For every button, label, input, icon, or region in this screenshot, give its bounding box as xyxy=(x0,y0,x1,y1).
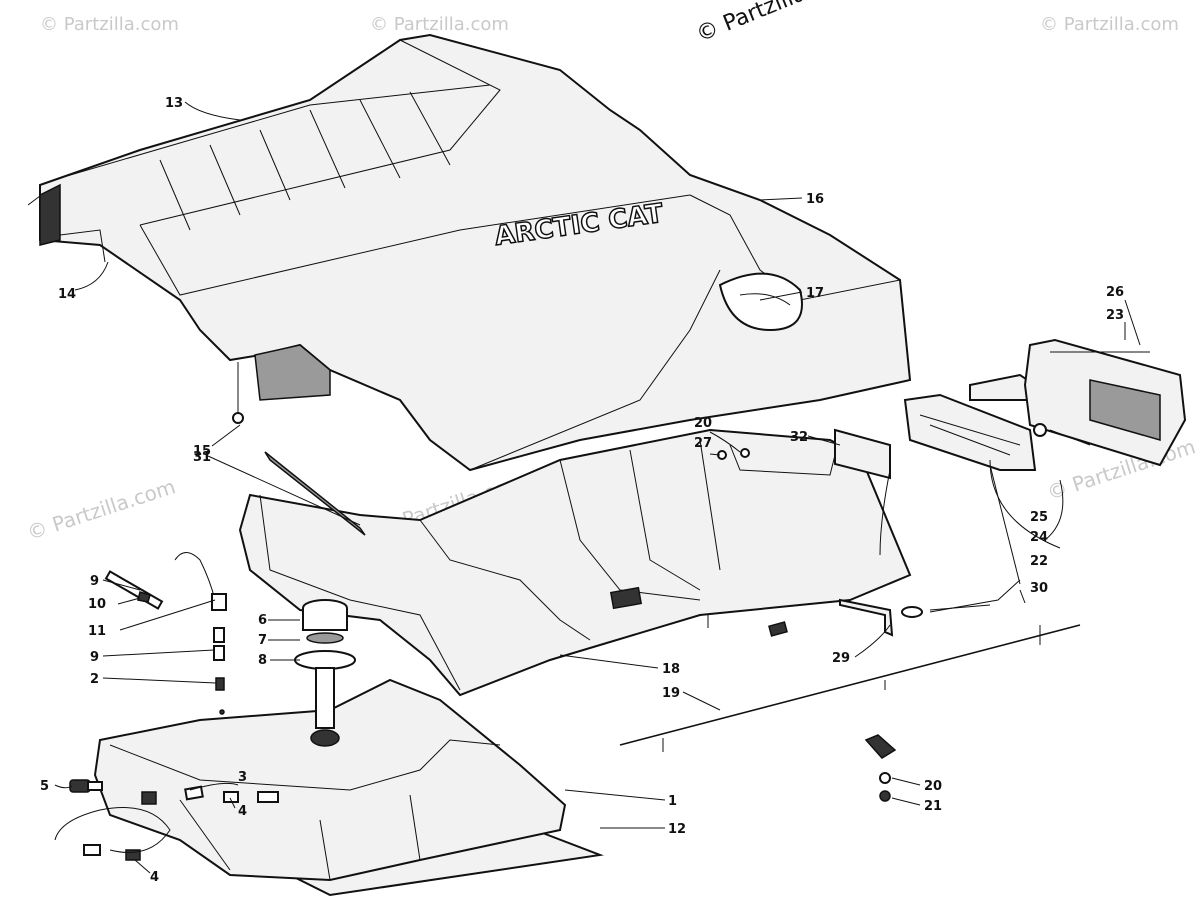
callout-23: 23 xyxy=(1106,308,1124,323)
callout-7: 7 xyxy=(258,633,267,648)
callout-16: 16 xyxy=(806,192,824,207)
callout-6: 6 xyxy=(258,613,267,628)
copyright-text: © Partzilla xyxy=(693,0,810,48)
watermark: © Partzilla.com xyxy=(1040,14,1179,35)
watermark: © Partzilla.com xyxy=(24,474,178,545)
seat-base-tray-part xyxy=(238,428,912,697)
callout-29: 29 xyxy=(832,651,850,666)
callout-9-upper: 9 xyxy=(90,574,99,589)
callout-18: 18 xyxy=(662,662,680,677)
callout-10: 10 xyxy=(88,597,106,612)
fuel-cap-assembly xyxy=(294,599,356,747)
callout-22: 22 xyxy=(1030,554,1048,569)
callout-20-lower: 20 xyxy=(924,779,942,794)
watermark: © Partzilla.com xyxy=(40,14,179,35)
callout-20-upper: 20 xyxy=(694,416,712,431)
callout-21: 21 xyxy=(924,799,942,814)
callout-14: 14 xyxy=(58,287,76,302)
callout-24: 24 xyxy=(1030,530,1048,545)
callout-25: 25 xyxy=(1030,510,1048,525)
callout-13: 13 xyxy=(165,96,183,111)
callout-15: 15 xyxy=(193,444,211,459)
callout-9-lower: 9 xyxy=(90,650,99,665)
callout-30: 30 xyxy=(1030,581,1048,596)
callout-26: 26 xyxy=(1106,285,1124,300)
callout-2: 2 xyxy=(90,672,99,687)
callout-19: 19 xyxy=(662,686,680,701)
callout-4-upper: 4 xyxy=(238,804,247,819)
callout-1: 1 xyxy=(668,794,677,809)
vent-fitting-parts xyxy=(104,552,227,715)
callout-5: 5 xyxy=(40,779,49,794)
callout-27: 27 xyxy=(694,436,712,451)
callout-labels: 13 14 15 16 17 26 23 32 20 27 31 25 24 2… xyxy=(40,96,1124,885)
leader-lines xyxy=(54,101,1141,874)
fuel-line-fittings xyxy=(54,779,279,861)
callout-11: 11 xyxy=(88,624,106,639)
callout-4-lower: 4 xyxy=(150,870,159,885)
callout-32: 32 xyxy=(790,430,808,445)
fuel-tank-part xyxy=(93,678,604,897)
callout-31: 31 xyxy=(193,450,211,465)
callout-12: 12 xyxy=(668,822,686,837)
seat-rod-hardware xyxy=(619,448,1081,802)
callout-8: 8 xyxy=(258,653,267,668)
watermark: © Partzilla.com xyxy=(370,14,509,35)
seat-cover-part: ARCTIC CAT xyxy=(27,33,912,472)
callout-17: 17 xyxy=(806,286,824,301)
callout-3: 3 xyxy=(238,770,247,785)
tail-light-assembly xyxy=(834,338,1187,556)
